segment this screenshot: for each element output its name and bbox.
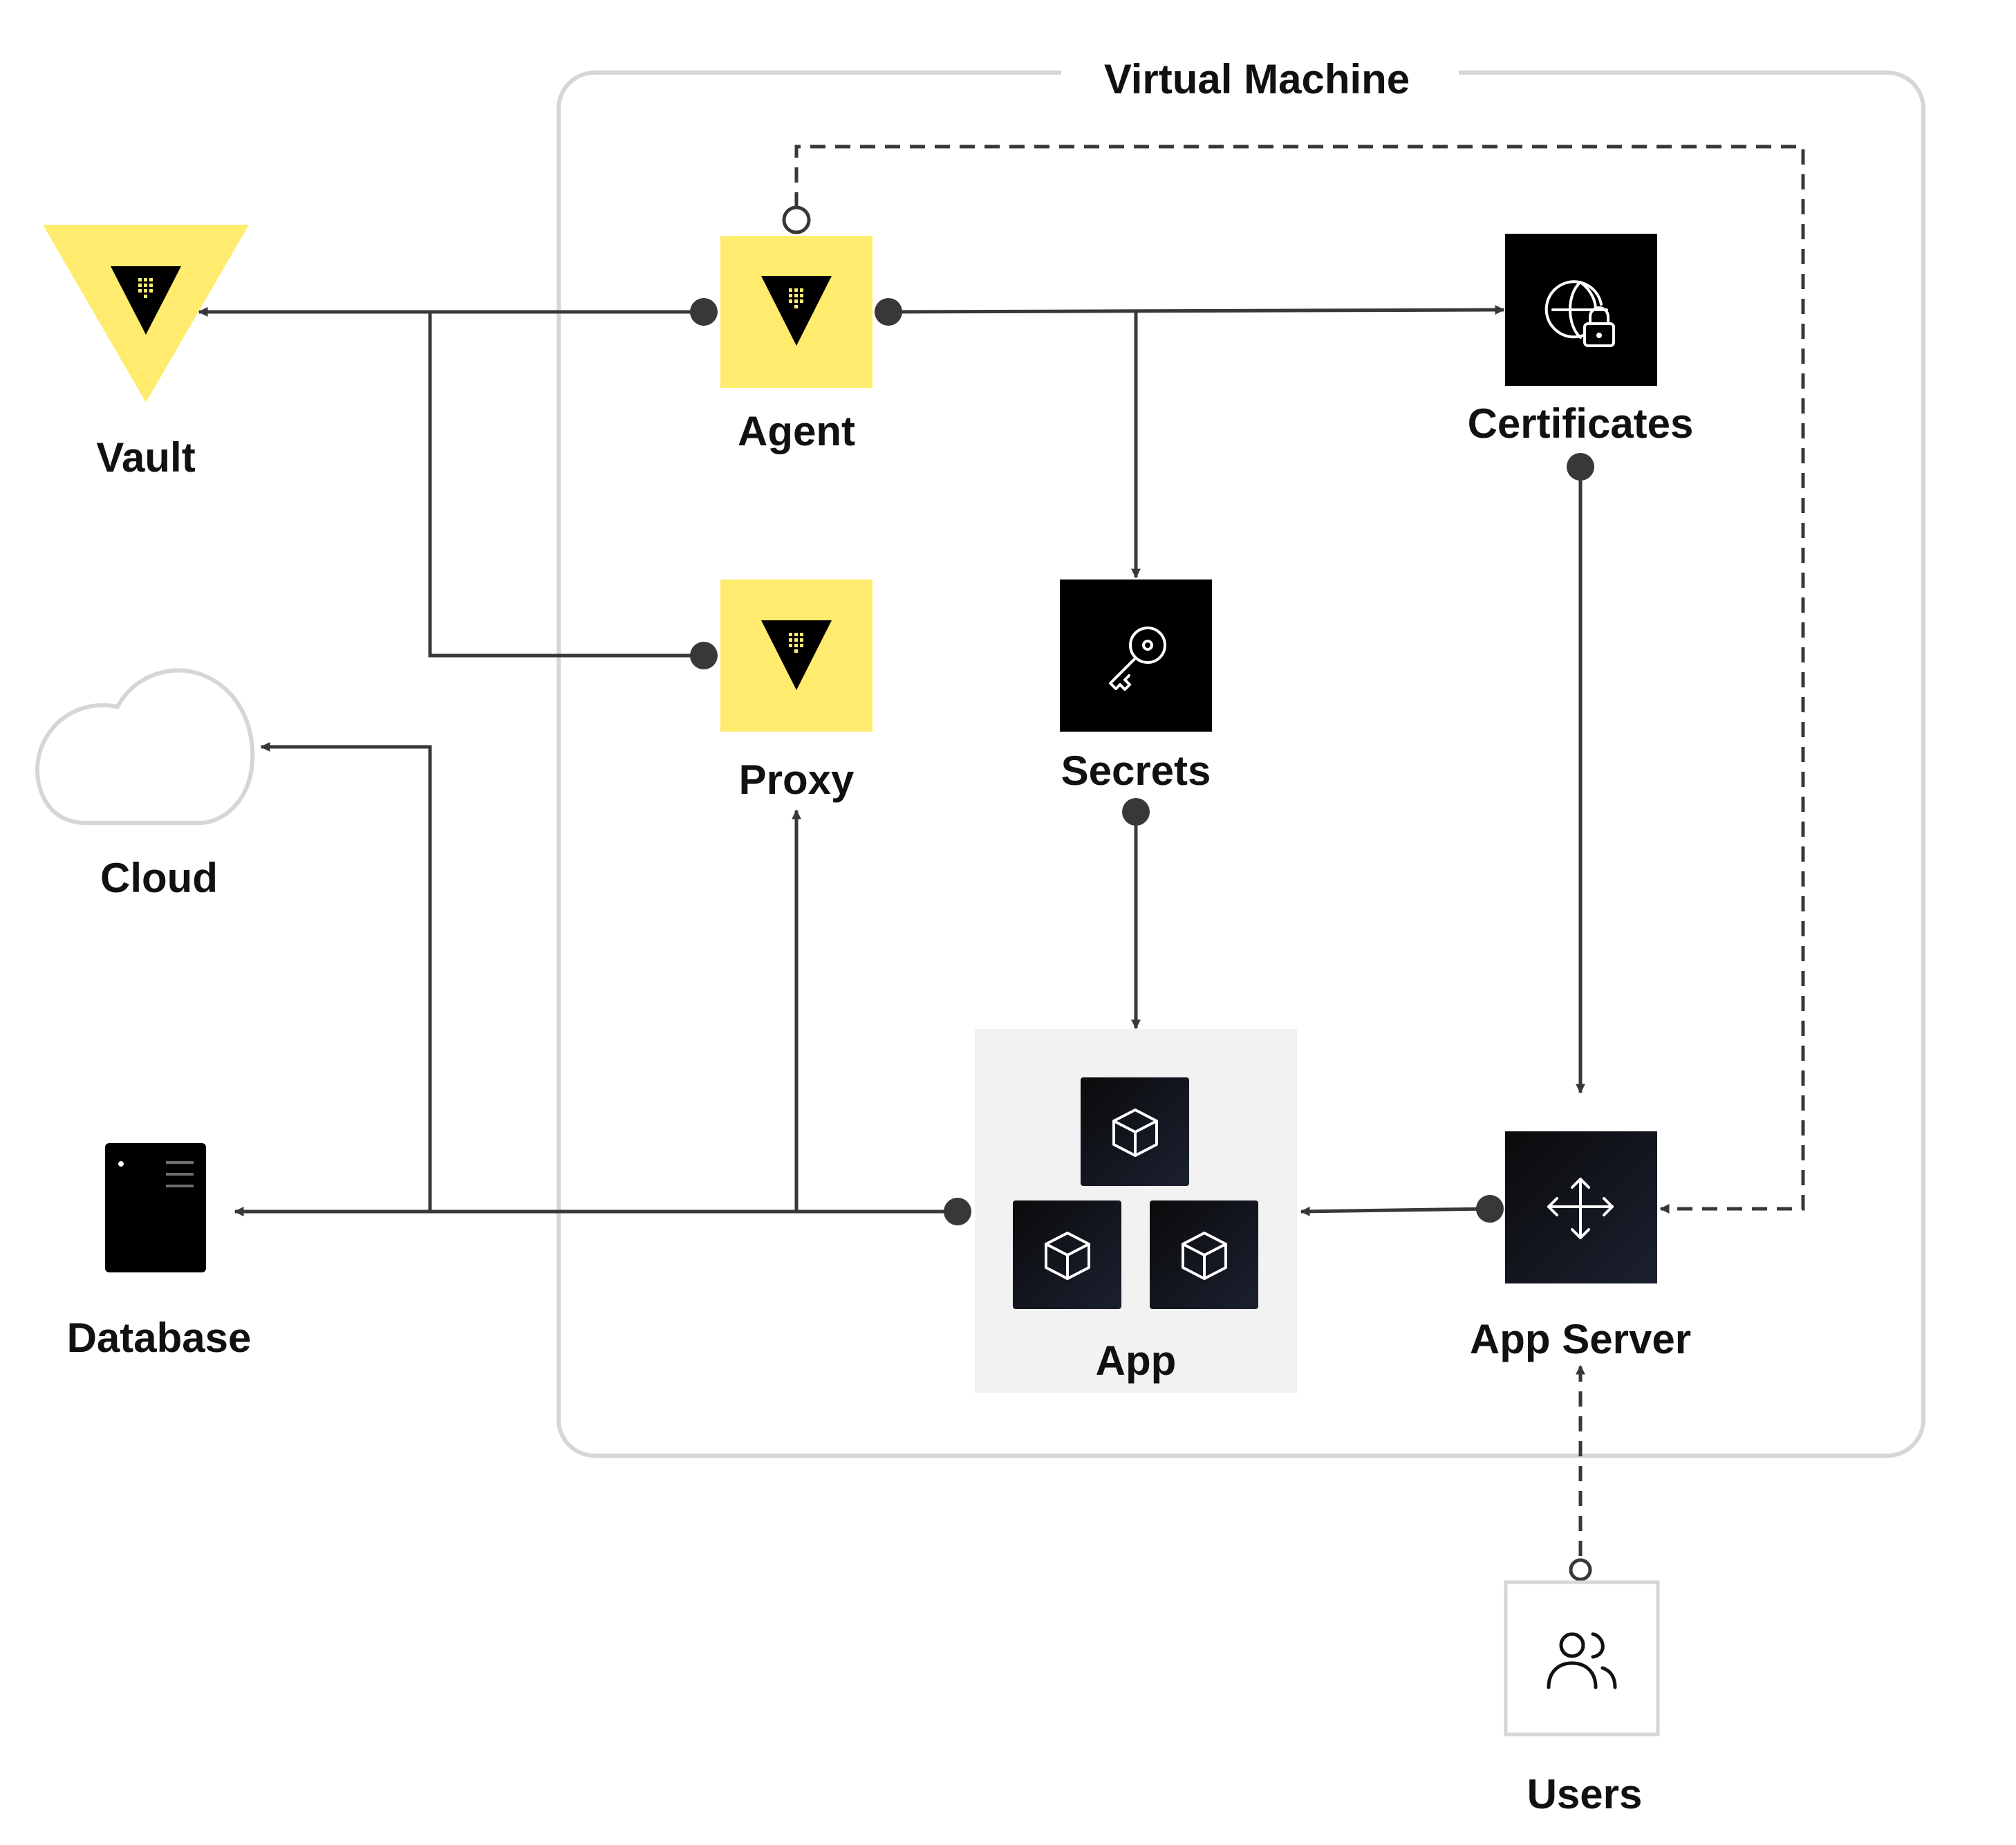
node-cloud[interactable]: Cloud <box>35 668 255 901</box>
vault-inner-triangle <box>111 266 181 335</box>
server-slot <box>166 1161 194 1164</box>
move-arrows-icon <box>1547 1178 1614 1239</box>
server-slot <box>166 1173 194 1176</box>
app-server-label: App Server <box>1470 1316 1691 1362</box>
app-box-top <box>1081 1077 1189 1186</box>
node-secrets[interactable]: Secrets <box>1060 580 1212 794</box>
server-led <box>118 1161 124 1167</box>
server-slot <box>166 1185 194 1187</box>
app-box-left <box>1013 1200 1121 1309</box>
connector-dot <box>1476 1195 1504 1223</box>
edge-agent-to-app-server-dashed <box>794 145 1805 1214</box>
connector-dot <box>1122 798 1150 826</box>
vault-triangle-icon <box>761 620 832 690</box>
node-app-server[interactable]: App Server <box>1470 1131 1691 1362</box>
connector-dot <box>944 1198 971 1225</box>
vault-label: Vault <box>96 434 195 481</box>
proxy-keypad <box>789 633 803 653</box>
virtual-machine-container: Virtual Machine <box>557 48 1925 1458</box>
connector-dot <box>690 642 718 669</box>
connectors <box>198 145 1805 1582</box>
connector-dot <box>690 298 718 326</box>
node-certificates[interactable]: Certificates <box>1468 234 1694 447</box>
connector-hollow-dot <box>782 205 811 234</box>
container-title: Virtual Machine <box>1104 56 1410 102</box>
users-tile <box>1504 1580 1660 1736</box>
app-label: App <box>1096 1337 1177 1384</box>
proxy-label: Proxy <box>739 757 855 803</box>
box-icon <box>1045 1232 1090 1280</box>
agent-keypad <box>789 288 803 308</box>
database-label: Database <box>67 1315 252 1361</box>
node-users[interactable]: Users <box>1504 1580 1660 1817</box>
node-agent[interactable]: Agent <box>720 236 872 454</box>
vault-keypad <box>138 278 153 298</box>
edge-proxy-to-vault <box>428 312 704 658</box>
connector-dot <box>1567 453 1594 481</box>
vault-triangle-icon <box>761 276 832 346</box>
certificates-label: Certificates <box>1468 400 1694 447</box>
edge-agent-to-certificates <box>888 305 1505 315</box>
connector-dot <box>875 298 902 326</box>
users-label: Users <box>1527 1771 1643 1817</box>
cloud-icon <box>35 668 255 825</box>
secrets-label: Secrets <box>1061 748 1211 794</box>
connector-hollow-dot <box>1569 1558 1592 1582</box>
globe-lock-icon <box>1544 280 1615 347</box>
key-icon <box>1109 627 1166 691</box>
node-database[interactable]: Database <box>67 1143 252 1361</box>
box-icon <box>1182 1232 1227 1280</box>
secrets-tile <box>1060 580 1212 732</box>
edge-app-to-cloud <box>260 742 432 1212</box>
node-proxy[interactable]: Proxy <box>720 580 872 803</box>
users-icon <box>1547 1632 1617 1689</box>
node-vault[interactable]: Vault <box>43 225 249 481</box>
edge-app-server-to-app <box>1300 1206 1491 1216</box>
node-app[interactable]: App <box>975 1029 1297 1393</box>
agent-label: Agent <box>738 408 855 454</box>
app-box-right <box>1150 1200 1258 1309</box>
box-icon <box>1112 1109 1158 1157</box>
cloud-label: Cloud <box>100 855 218 901</box>
